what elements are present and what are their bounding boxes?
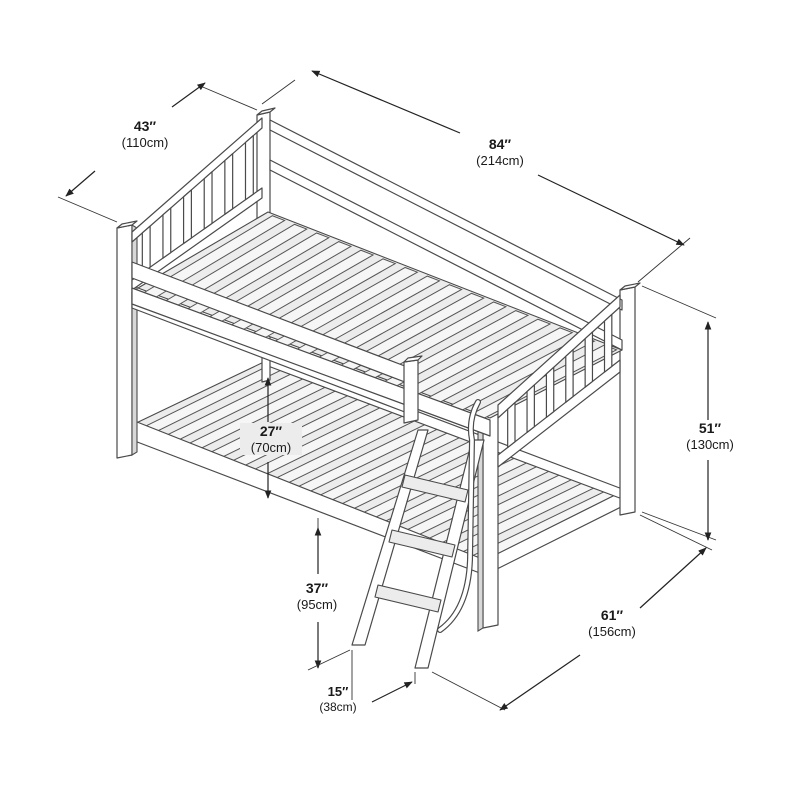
posts bbox=[116, 107, 641, 632]
back-left-post-top bbox=[256, 107, 276, 116]
ladder-rung-2 bbox=[388, 529, 456, 558]
ladder-handle-inner bbox=[438, 400, 480, 632]
width-label: 43″ (110cm) bbox=[110, 118, 180, 150]
underbed-imperial: 27″ bbox=[259, 423, 283, 439]
height-extension-bottom bbox=[641, 511, 717, 541]
underbed-label: 27″ (70cm) bbox=[240, 423, 302, 456]
height-imperial: 51″ bbox=[698, 420, 722, 436]
upper-back-rail-top bbox=[269, 119, 623, 311]
depth-metric: (156cm) bbox=[588, 623, 636, 639]
headboard-spindle bbox=[224, 153, 234, 215]
back-right-post bbox=[619, 286, 636, 516]
front-left-post bbox=[116, 224, 133, 459]
height-metric: (130cm) bbox=[686, 436, 734, 452]
dimension-lines bbox=[57, 70, 717, 711]
upper-slats bbox=[141, 215, 618, 419]
footboard-spindle bbox=[507, 401, 516, 449]
length-metric: (214cm) bbox=[476, 152, 524, 168]
left-headboard-bottom-rail bbox=[131, 187, 263, 291]
left-headboard-spindles bbox=[141, 135, 254, 274]
right-footboard-bottom-rail bbox=[497, 359, 621, 468]
length-imperial: 84″ bbox=[488, 136, 512, 152]
width-metric: (110cm) bbox=[121, 134, 169, 150]
headboard-spindle bbox=[203, 171, 213, 230]
depth-imperial: 61″ bbox=[600, 607, 624, 623]
depth-extension-back bbox=[639, 514, 713, 551]
underbed-metric: (70cm) bbox=[250, 439, 292, 455]
topheight-metric: (95cm) bbox=[296, 596, 338, 612]
footboard-spindle bbox=[545, 366, 555, 418]
depth-extension-front bbox=[431, 671, 506, 711]
width-dim-line-b bbox=[171, 82, 206, 108]
headboard-spindle bbox=[141, 225, 151, 274]
footboard-spindle bbox=[526, 384, 535, 433]
width-extension-front bbox=[57, 196, 118, 223]
width-dim-line-a bbox=[65, 170, 96, 197]
footboard-spindle bbox=[603, 313, 613, 373]
left-headboard-top-rail bbox=[131, 117, 263, 243]
length-dim-line-a bbox=[311, 70, 461, 134]
length-dim-line-b bbox=[537, 174, 685, 246]
upper-front-frame-rail bbox=[131, 287, 491, 437]
ladder-rung-1 bbox=[401, 474, 469, 503]
footboard-spindle bbox=[584, 331, 594, 388]
length-label: 84″ (214cm) bbox=[462, 136, 538, 168]
right-footboard-spindles bbox=[507, 313, 613, 449]
back-right-post-top bbox=[619, 282, 641, 291]
headboard-spindle bbox=[162, 207, 172, 259]
depth-dim-line-a bbox=[499, 654, 581, 711]
upper-back-rail-mid bbox=[269, 159, 623, 351]
height-extension-top bbox=[641, 285, 717, 319]
headboard-spindle bbox=[182, 189, 192, 245]
ladder-width-metric: (38cm) bbox=[319, 699, 357, 714]
topheight-base-extension bbox=[307, 649, 351, 671]
depth-dim-line-b bbox=[639, 547, 707, 609]
headboard-spindle bbox=[244, 135, 254, 201]
right-footboard-top-rail bbox=[497, 294, 621, 419]
footboard-spindle bbox=[565, 349, 574, 403]
ladder bbox=[351, 399, 485, 669]
height-label: 51″ (130cm) bbox=[672, 420, 748, 452]
ladder-width-label: 15″ (38cm) bbox=[306, 684, 370, 714]
ladder-width-imperial: 15″ bbox=[327, 684, 349, 699]
topheight-label: 37″ (95cm) bbox=[282, 580, 352, 612]
length-extension-left bbox=[261, 79, 296, 105]
front-left-post-side bbox=[131, 224, 138, 456]
guard-rail-post bbox=[403, 359, 419, 424]
topheight-imperial: 37″ bbox=[305, 580, 329, 596]
width-imperial: 43″ bbox=[133, 118, 157, 134]
depth-label: 61″ (156cm) bbox=[574, 607, 650, 639]
guard-rail-post-top bbox=[403, 355, 423, 363]
width-extension-back bbox=[197, 84, 258, 111]
front-right-post-side bbox=[477, 399, 484, 632]
ladder-width-dim-line bbox=[371, 681, 413, 703]
front-left-post-top bbox=[116, 220, 138, 229]
ladder-rung-3 bbox=[374, 584, 442, 613]
upper-bunk bbox=[131, 117, 623, 468]
